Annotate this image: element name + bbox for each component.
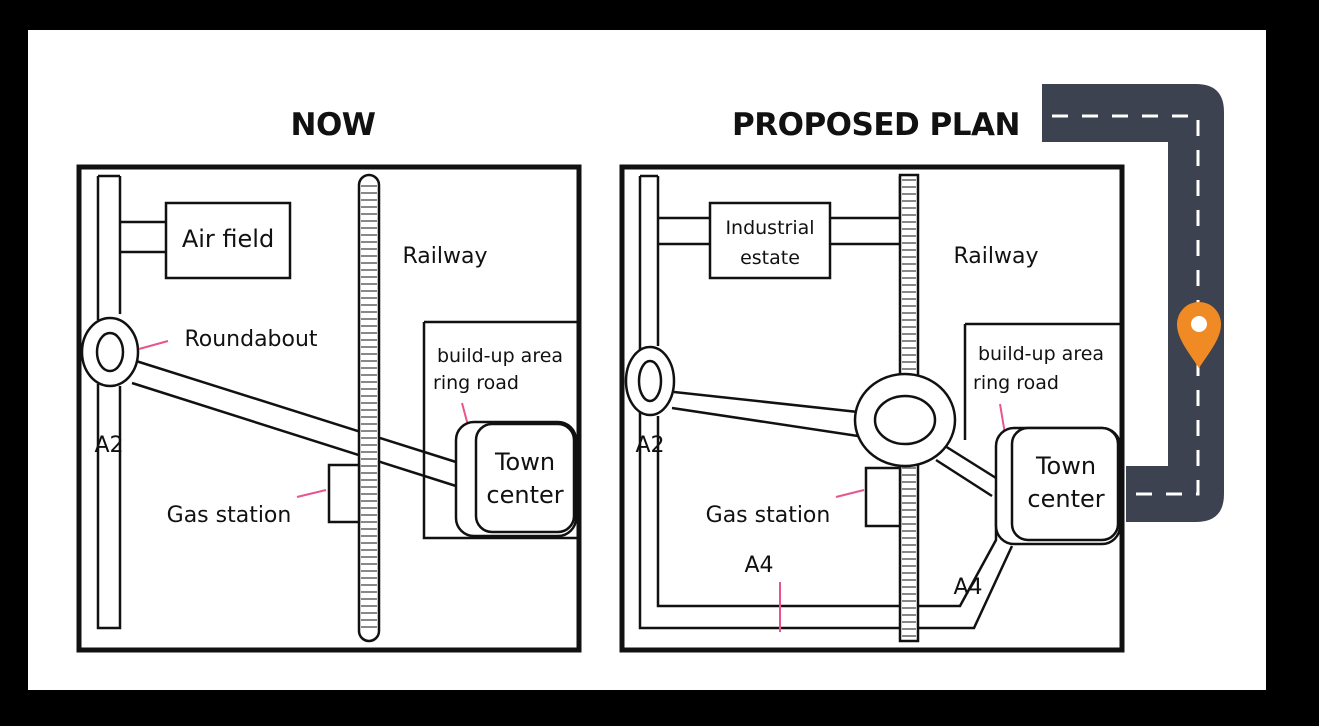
map-pin-icon	[1177, 302, 1221, 368]
estate-label: estate	[740, 247, 800, 269]
proposed-ring-road-label: ring road	[973, 372, 1059, 394]
center-label: center	[486, 481, 563, 509]
town-center-box	[474, 422, 576, 534]
proposed-big-roundabout	[853, 372, 957, 468]
proposed-map: Industrial estate Railway b	[619, 164, 1125, 653]
airfield-access-road	[120, 220, 166, 254]
proposed-title: PROPOSED PLAN	[732, 107, 1020, 143]
a4-right-label: A4	[953, 575, 982, 600]
proposed-town-center-box	[1010, 426, 1120, 542]
gas-station-box	[327, 463, 361, 524]
proposed-a2-road	[638, 174, 900, 630]
proposed-gas-station-label: Gas station	[706, 503, 831, 528]
town-label: Town	[494, 448, 555, 476]
now-roundabout	[80, 316, 140, 388]
air-field-label: Air field	[182, 225, 274, 253]
proposed-small-roundabout	[624, 345, 676, 417]
build-up-area-label: build-up area	[437, 345, 563, 367]
industrial-estate-box	[708, 201, 832, 280]
proposed-town-label: Town	[1035, 452, 1096, 480]
road-surface	[1042, 84, 1224, 522]
air-field-box	[164, 201, 292, 280]
proposed-railway-label: Railway	[953, 244, 1038, 269]
gas-station-pointer	[296, 489, 327, 498]
proposed-gas-station-box	[864, 466, 902, 528]
a2-road	[96, 174, 122, 630]
build-up-area-outline	[422, 320, 577, 540]
industrial-label: Industrial	[725, 217, 814, 239]
now-map-frame	[76, 164, 582, 653]
now-title: NOW	[291, 107, 376, 143]
roundabout-pointer	[138, 340, 169, 350]
proposed-build-up-area-outline	[963, 322, 1120, 440]
road-graphic	[1042, 84, 1224, 522]
proposed-a2-label: A2	[635, 433, 664, 458]
ring-road-label: ring road	[433, 372, 519, 394]
roundabout-label: Roundabout	[184, 327, 317, 352]
proposed-build-up-area-label: build-up area	[978, 343, 1104, 365]
now-map: Air field Railway Gas station Roundabout…	[76, 164, 582, 653]
gas-station-label: Gas station	[167, 503, 292, 528]
proposed-center-label: center	[1027, 485, 1104, 513]
proposed-gas-station-pointer	[835, 489, 865, 498]
railway-label: Railway	[402, 244, 487, 269]
a4-left-label: A4	[744, 553, 773, 578]
now-railway	[357, 173, 381, 643]
diagonal-road	[131, 359, 457, 488]
proposed-diagonal-road	[671, 390, 859, 438]
roundabout-to-town-road	[935, 444, 997, 498]
a2-label: A2	[94, 433, 123, 458]
